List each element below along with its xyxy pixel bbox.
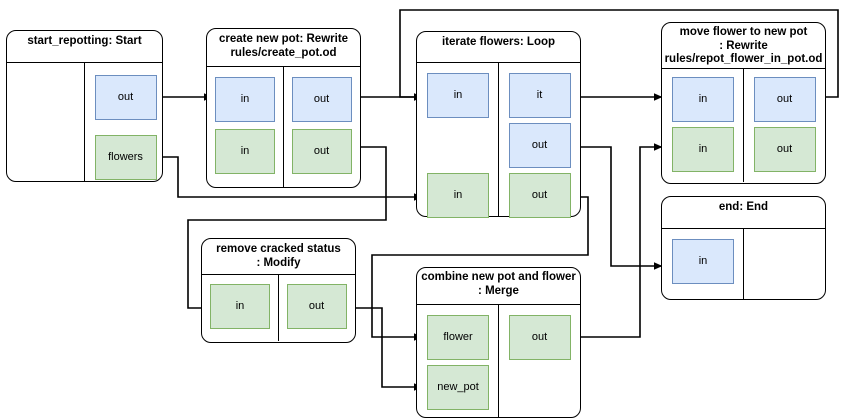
port-in-blue[interactable]: in	[427, 73, 489, 118]
node-iterate-flowers[interactable]: iterate flowers: Loop in in it out out	[416, 31, 581, 218]
port-in-green[interactable]: in	[210, 284, 270, 329]
node-title-line-2: : Modify	[256, 256, 301, 269]
node-title-line-2: : Merge	[478, 284, 519, 297]
node-title-line-2: rules/create_pot.od	[230, 46, 337, 59]
port-in-green[interactable]: in	[215, 129, 275, 174]
node-body-iterate-flowers: in in it out out	[417, 63, 581, 218]
node-title-line-3: rules/repot_flower_in_pot.od	[664, 53, 823, 65]
node-body-remove-cracked-status: in out	[202, 275, 355, 341]
port-column-inputs: in in	[417, 63, 499, 218]
port-column-outputs: out	[499, 305, 581, 417]
port-column-outputs: out out	[744, 69, 826, 182]
port-out-green[interactable]: out	[508, 315, 571, 360]
edge-merge-out-to-move-ingreen	[573, 143, 663, 338]
port-column-outputs: it out out	[499, 63, 581, 218]
port-column-inputs: flower new_pot	[417, 305, 499, 417]
node-combine-new-pot-and-flower[interactable]: combine new pot and flower : Merge flowe…	[416, 267, 581, 418]
node-title-end: end: End	[662, 197, 825, 229]
node-title-lines-move-flower: move flower to new pot : Rewrite rules/r…	[665, 26, 823, 67]
node-remove-cracked-status[interactable]: remove cracked status : Modify in out	[201, 238, 356, 343]
port-out-green[interactable]: out	[291, 129, 352, 174]
port-column-inputs: in in	[207, 67, 284, 187]
port-flower[interactable]: flower	[427, 315, 489, 360]
node-move-flower-to-new-pot[interactable]: move flower to new pot : Rewrite rules/r…	[661, 22, 826, 184]
port-it[interactable]: it	[508, 73, 571, 118]
node-body-combine: flower new_pot out	[417, 305, 580, 417]
port-column-outputs: out flowers	[85, 63, 163, 181]
node-title-line-1: remove cracked status	[216, 243, 341, 255]
node-title-line-1: move flower to new pot	[679, 26, 808, 38]
node-title-create-new-pot: create new pot: Rewrite rules/create_pot…	[207, 29, 360, 67]
port-in-blue[interactable]: in	[215, 77, 275, 122]
port-column-outputs	[744, 229, 826, 299]
node-title-line-2: : Rewrite	[719, 39, 768, 52]
node-title-combine: combine new pot and flower : Merge	[417, 268, 580, 305]
node-title-line-1: create new pot: Rewrite	[218, 33, 349, 45]
edge-loop-out-to-end-in	[573, 146, 663, 270]
port-out-green[interactable]: out	[286, 284, 347, 329]
node-body-move-flower: in in out out	[662, 69, 825, 182]
port-out-green[interactable]: out	[508, 173, 571, 218]
port-column-inputs: in	[662, 229, 744, 299]
port-out-blue[interactable]: out	[753, 77, 816, 122]
port-in-green[interactable]: in	[427, 173, 489, 218]
port-column-inputs: in in	[662, 69, 744, 182]
port-column-inputs: in	[202, 275, 279, 341]
node-title-line-1: combine new pot and flower	[421, 271, 576, 283]
node-title-iterate-flowers: iterate flowers: Loop	[417, 32, 580, 63]
port-out-green[interactable]: out	[753, 127, 816, 172]
port-in-blue[interactable]: in	[672, 239, 734, 284]
port-in-blue[interactable]: in	[672, 77, 734, 122]
port-in-green[interactable]: in	[672, 127, 734, 172]
port-column-inputs	[7, 63, 85, 181]
node-start-repotting[interactable]: start_repotting: Start out flowers	[6, 30, 163, 182]
port-out[interactable]: out	[94, 75, 157, 120]
node-title-move-flower: move flower to new pot : Rewrite rules/r…	[662, 23, 825, 69]
edge-remove-out-to-merge-newpot	[356, 307, 423, 391]
node-body-create-new-pot: in in out out	[207, 67, 360, 187]
node-title-remove-cracked-status: remove cracked status : Modify	[202, 239, 355, 275]
node-body-start-repotting: out flowers	[7, 63, 162, 181]
port-out-blue[interactable]: out	[291, 77, 352, 122]
node-body-end: in	[662, 229, 825, 299]
port-column-outputs: out out	[284, 67, 361, 187]
node-title-start-repotting: start_repotting: Start	[7, 31, 162, 63]
node-create-new-pot[interactable]: create new pot: Rewrite rules/create_pot…	[206, 28, 361, 188]
port-flowers[interactable]: flowers	[94, 135, 157, 180]
port-column-outputs: out	[279, 275, 356, 341]
node-title-lines-combine: combine new pot and flower : Merge	[421, 271, 576, 298]
port-new-pot[interactable]: new_pot	[427, 365, 489, 410]
node-end[interactable]: end: End in	[661, 196, 826, 300]
port-out-blue[interactable]: out	[508, 123, 571, 168]
